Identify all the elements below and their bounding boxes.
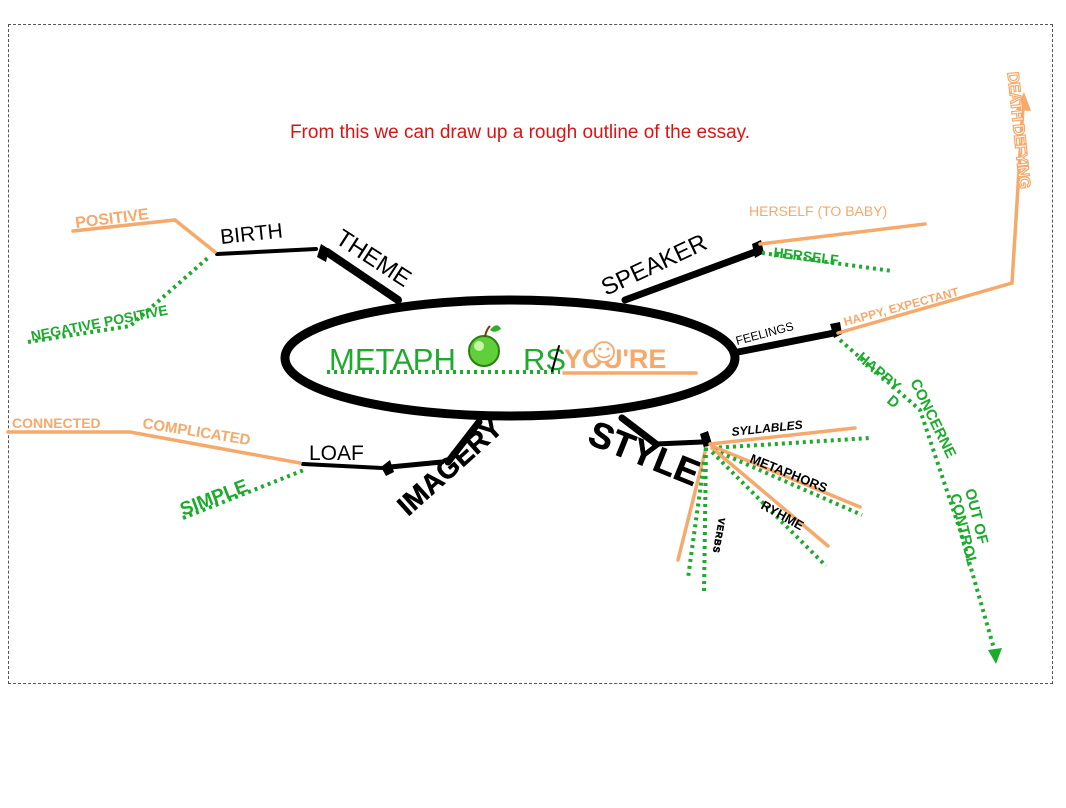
ryhme-line (710, 446, 830, 548)
smiley-icon (593, 341, 615, 363)
negative-positive-label: NEGATIVE POSITIVE (30, 302, 169, 344)
happy-label: HAPPY (853, 349, 904, 395)
birth-label: BIRTH (219, 220, 284, 249)
d-label: D (883, 392, 902, 412)
loaf-connector (387, 459, 445, 470)
apple-icon (468, 325, 501, 367)
imagery-branch (444, 418, 483, 466)
death-defying-label: DEATH DEFYING (1004, 71, 1033, 189)
intro-text: From this we can draw up a rough outline… (289, 122, 751, 143)
center-oval (280, 295, 740, 421)
metaphors-green-line (713, 448, 863, 517)
herself-label: HERSELF (773, 244, 840, 268)
happy-expectant-line (836, 104, 1025, 335)
connected-label: CONNECTED (12, 415, 101, 431)
verbs-label: VERBS (711, 517, 727, 554)
verbs-line (676, 446, 708, 562)
metaphors-line (710, 444, 862, 509)
happy-expectant-label: HAPPY, EXPECTANT (842, 285, 961, 329)
feelings-branch (734, 329, 838, 356)
simple-line (182, 468, 305, 520)
verbs-green-line-b (702, 447, 708, 596)
death-defying-arrow (1016, 92, 1031, 111)
ryhme-green-line (710, 450, 828, 568)
loaf-node (381, 460, 394, 476)
syllables-line (708, 426, 857, 446)
positive-line (71, 218, 217, 254)
out-of-control-arrow (988, 648, 1002, 664)
birth-branch (215, 247, 318, 256)
slide-frame (8, 24, 1053, 684)
concerned-label: CONCERNE (906, 376, 959, 461)
style-branch (618, 414, 660, 448)
concerned-line (838, 338, 997, 653)
style-connector (653, 439, 705, 447)
ryhme-label: RYHME (759, 498, 807, 534)
herself-line (761, 251, 893, 273)
loaf-branch (301, 462, 385, 470)
theme-branch (323, 248, 402, 304)
center-slash (551, 345, 560, 372)
syllables-green-line (711, 436, 871, 450)
herself-to-baby-label: HERSELF (TO BABY) (749, 203, 887, 219)
theme-node (317, 244, 329, 262)
style-label: STYLE (583, 412, 706, 493)
simple-label: SIMPLE (177, 476, 251, 521)
speaker-branch (621, 248, 759, 304)
center-title-youre: YOU'RE (564, 344, 666, 374)
center-title-metaph: METAPH (329, 342, 456, 377)
connected-complicated-line (6, 430, 302, 465)
herself-to-baby-line (758, 222, 927, 246)
loaf-label: LOAF (309, 442, 364, 465)
verbs-green-line-a (686, 447, 708, 579)
